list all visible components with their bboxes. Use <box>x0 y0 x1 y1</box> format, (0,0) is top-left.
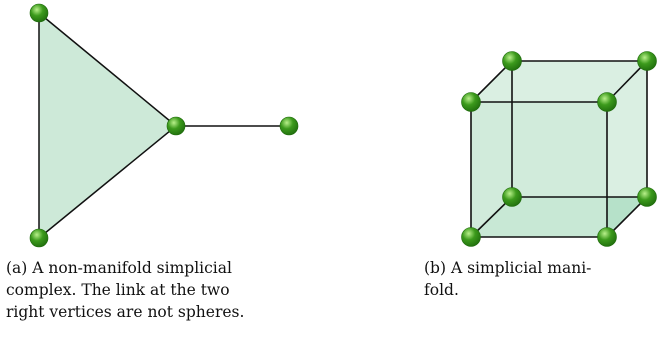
cube-vertex-front-top-right <box>597 92 617 112</box>
caption-b: (b) A simplicial mani- fold. <box>424 257 672 301</box>
vertex-end <box>279 116 299 136</box>
vertex-top-left <box>29 3 49 23</box>
caption-a-line: right vertices are not spheres. <box>6 303 245 321</box>
cube-vertex-back-bottom-left <box>502 187 522 207</box>
cube-vertex-back-top-left <box>502 51 522 71</box>
cube-vertex-back-bottom-right <box>637 187 657 207</box>
vertex-junction <box>166 116 186 136</box>
triangle-face <box>38 12 177 239</box>
vertex-bottom-left <box>29 228 49 248</box>
cube-vertex-back-top-right <box>637 51 657 71</box>
cube-vertex-front-bottom-right <box>597 227 617 247</box>
caption-b-line: (b) A simplicial mani- <box>424 259 592 277</box>
non-manifold-complex <box>29 3 299 248</box>
manifold-cube <box>461 51 657 247</box>
caption-a: (a) A non-manifold simplicial complex. T… <box>6 257 312 323</box>
caption-a-line: (a) A non-manifold simplicial <box>6 259 232 277</box>
caption-b-line: fold. <box>424 281 459 299</box>
caption-a-line: complex. The link at the two <box>6 281 230 299</box>
cube-vertex-front-top-left <box>461 92 481 112</box>
cube-vertex-front-bottom-left <box>461 227 481 247</box>
